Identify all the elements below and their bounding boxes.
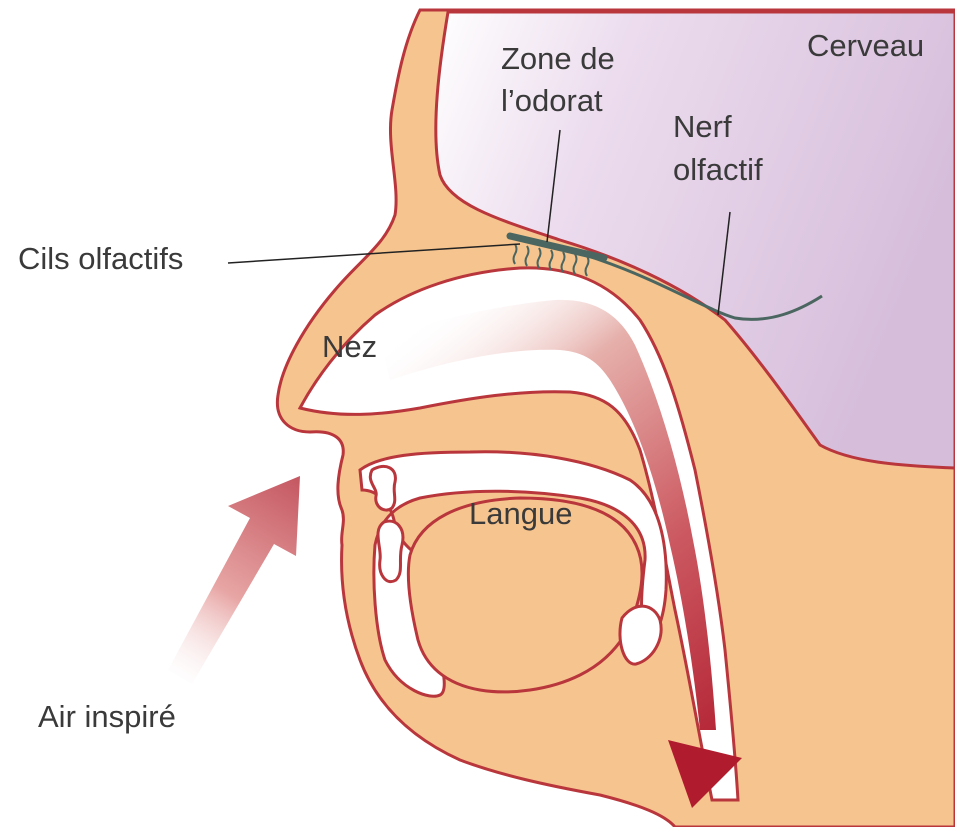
lower-teeth <box>378 521 403 581</box>
label-smell-zone-2: l’odorat <box>501 83 603 118</box>
label-olfactory-cilia: Cils olfactifs <box>18 241 183 276</box>
label-nerve-1: Nerf <box>673 109 732 144</box>
label-tongue: Langue <box>469 496 572 531</box>
label-nose: Nez <box>322 329 377 364</box>
inhaled-air-arrow <box>168 476 300 684</box>
label-nerve-2: olfactif <box>673 152 763 187</box>
label-brain: Cerveau <box>807 28 924 63</box>
label-smell-zone-1: Zone de <box>501 41 615 76</box>
label-inhaled-air: Air inspiré <box>38 699 176 734</box>
